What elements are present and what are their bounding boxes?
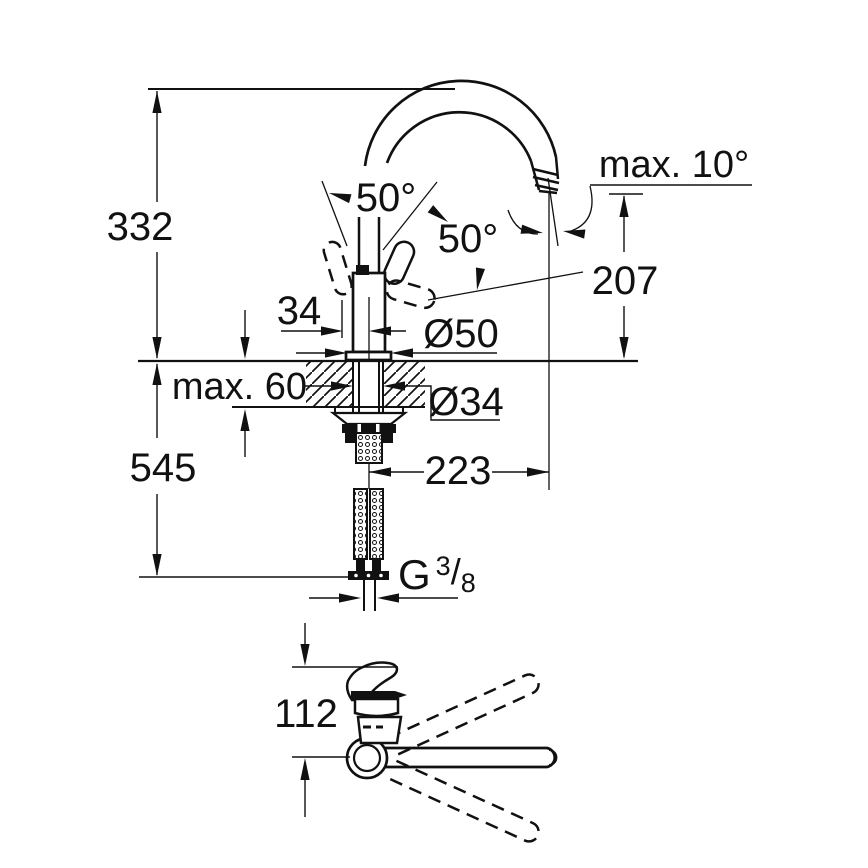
dim-handle-swing-angle: 50°	[438, 217, 499, 261]
handle-position-left-dashed	[322, 240, 353, 296]
mounting-hardware	[329, 361, 409, 489]
dim-top-view-width: 112	[274, 692, 338, 736]
threaded-stud	[355, 432, 383, 464]
spout-inner-arc	[385, 110, 533, 164]
top-view-dimension: 112	[274, 623, 398, 817]
hose-tails	[363, 580, 376, 611]
top-view-lever	[345, 661, 407, 745]
hose-left	[353, 488, 368, 560]
dim-max-counter-thickness: max. 60	[172, 366, 307, 408]
spout-outer-arc	[363, 79, 558, 167]
spout-outlet	[529, 156, 560, 195]
dim-outlet-height: 207	[592, 259, 659, 303]
washer	[329, 411, 409, 426]
dim-overall-height: 332	[107, 205, 174, 249]
top-view: 112	[274, 623, 558, 843]
side-view-faucet-outline	[322, 79, 560, 362]
dim-spout-reach: 223	[425, 449, 492, 493]
top-view-spout-swivel-down-dashed	[387, 759, 540, 843]
handle-position-down-dashed	[385, 279, 436, 310]
dimension-annotations: 332 545 max. 60 34 Ø50 Ø34 50° 50°	[107, 88, 752, 603]
handle-knob	[383, 240, 416, 285]
cartridge-mark	[356, 265, 369, 275]
dim-base-diameter: Ø50	[423, 312, 499, 356]
dim-handle-open-angle: 50°	[356, 176, 417, 220]
hose-right	[369, 488, 384, 560]
dim-handle-offset: 34	[277, 289, 322, 333]
dim-below-counter-depth: 545	[130, 446, 197, 490]
mounting-nut	[342, 424, 396, 433]
top-view-spout-swivel-up-dashed	[387, 673, 540, 757]
nut-tab-left	[345, 433, 355, 443]
lever-stem-lines	[357, 217, 381, 273]
supply-hoses	[348, 488, 389, 611]
top-view-spout	[368, 746, 557, 769]
dim-max-spout-tilt: max. 10°	[599, 144, 749, 186]
dim-mounting-hole-diameter: Ø34	[428, 380, 504, 424]
nut-tab-right	[383, 433, 393, 443]
